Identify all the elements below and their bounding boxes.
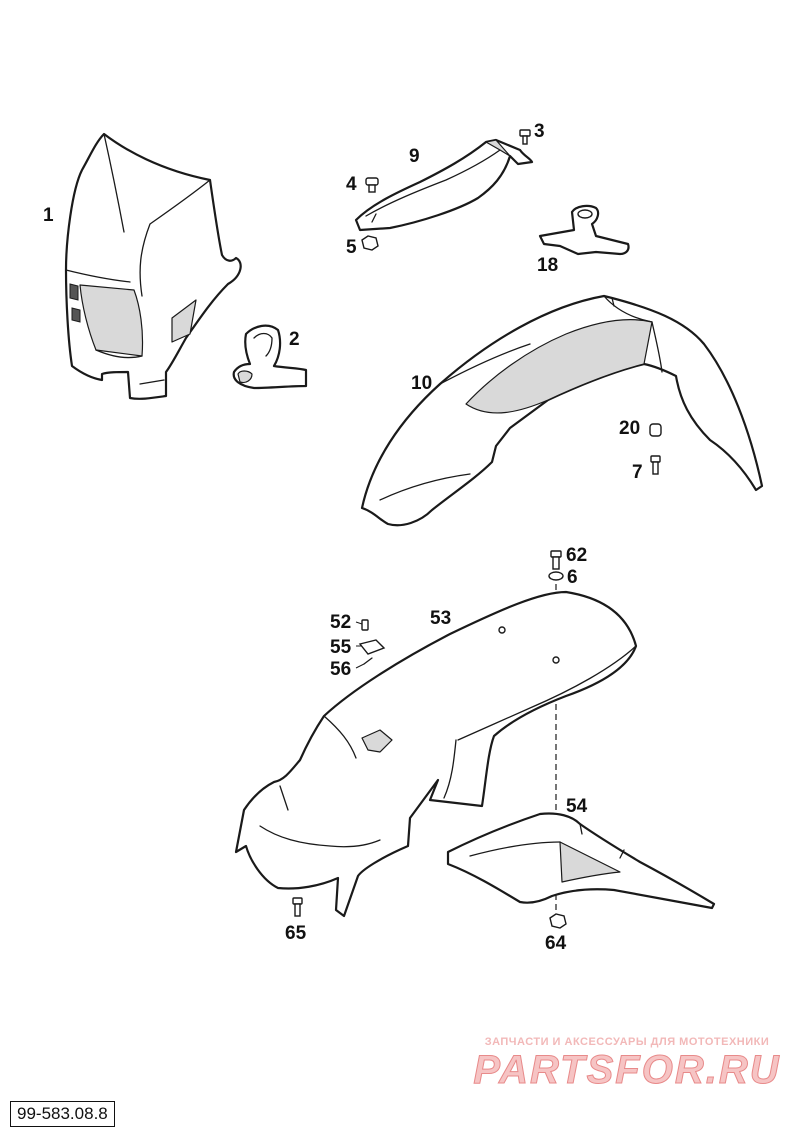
- nut-64: [549, 913, 567, 929]
- front-bracket-strip: [354, 138, 534, 232]
- mounting-plate: [538, 204, 630, 256]
- headlight-mask: [64, 132, 242, 400]
- bolt-4: [365, 177, 379, 193]
- callout-62: 62: [566, 545, 587, 566]
- front-fender: [360, 294, 764, 527]
- rear-mudflap: [446, 812, 716, 910]
- screw-7: [650, 455, 661, 475]
- screw-52: [361, 619, 369, 631]
- callout-65: 65: [285, 923, 307, 944]
- callout-18: 18: [537, 255, 558, 276]
- screw-62: [550, 550, 562, 570]
- callout-2: 2: [289, 329, 300, 350]
- callout-4: 4: [346, 174, 357, 195]
- watermark-tagline: ЗАПЧАСТИ И АКСЕССУАРЫ ДЛЯ МОТОТЕХНИКИ: [484, 1036, 770, 1048]
- watermark-logo: PARTSFOR.RU: [473, 1048, 781, 1093]
- rubber-bushing-20: [649, 423, 662, 437]
- screw-65: [292, 897, 303, 917]
- bolt-3: [519, 129, 531, 145]
- callout-20: 20: [619, 418, 640, 439]
- callout-64: 64: [545, 933, 567, 954]
- leader-line-52: [355, 621, 363, 625]
- callout-55: 55: [330, 637, 352, 658]
- callout-1: 1: [43, 205, 54, 226]
- washer-6: [548, 571, 564, 581]
- callout-54: 54: [566, 796, 588, 817]
- nut-5: [361, 235, 379, 251]
- diagram-reference-code: 99-583.08.8: [10, 1101, 115, 1127]
- callout-56: 56: [330, 659, 351, 680]
- callout-3: 3: [534, 121, 545, 142]
- plate-55: [358, 639, 386, 655]
- rear-fender: [234, 590, 638, 918]
- headlight-bracket: [232, 324, 308, 390]
- callout-10: 10: [411, 373, 432, 394]
- callout-7: 7: [632, 462, 643, 483]
- callout-9: 9: [409, 146, 420, 167]
- callout-52: 52: [330, 612, 351, 633]
- callout-5: 5: [346, 237, 357, 258]
- watermark: ЗАПЧАСТИ И АКСЕССУАРЫ ДЛЯ МОТОТЕХНИКИ PA…: [472, 1036, 782, 1093]
- pin-56: [363, 657, 373, 665]
- callout-6: 6: [567, 567, 578, 588]
- callout-53: 53: [430, 608, 451, 629]
- leader-line-56: [355, 663, 365, 669]
